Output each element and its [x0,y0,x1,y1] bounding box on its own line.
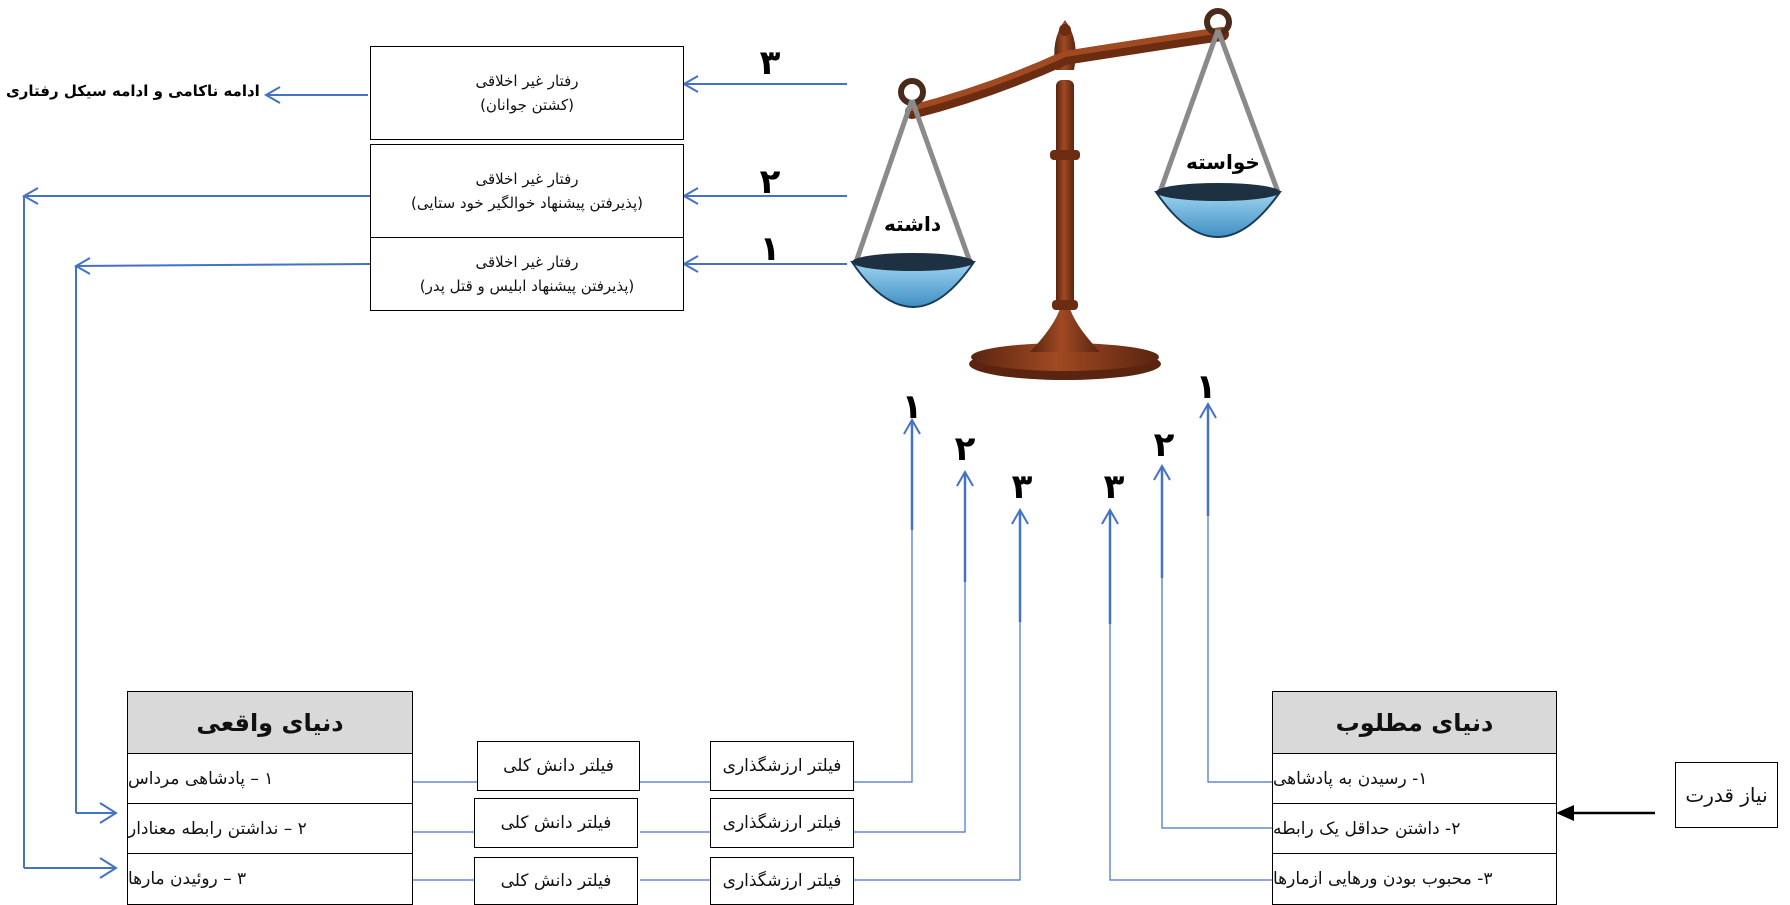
behavior-detail: (کشتن جوانان) [480,95,574,114]
arrow-head [1556,805,1574,821]
arrow-head [1199,401,1217,419]
behavior-number-3: ۳ [759,43,781,83]
right-pan-label: خواسته [1186,150,1260,174]
upward-connector [1207,404,1272,783]
behavior-detail: (پذیرفتن پیشنهاد ابلیس و قتل پدر) [419,276,635,295]
real-world-item-1: ۱ – پادشاهی مرداس [127,753,413,805]
knowledge-filter-3: فیلتر دانش کلی [474,857,638,905]
desired-world-item-2: ۲- داشتن حداقل یک رابطه [1272,803,1557,855]
desired-world-title: دنیای مطلوب [1272,691,1557,755]
feedback-line [75,263,371,267]
arrow-head [681,75,699,93]
behavior-number-2: ۲ [759,162,781,202]
value-filter-1: فیلتر ارزشگذاری [710,741,854,791]
upward-connector [1161,466,1272,829]
value-filter-3: فیلتر ارزشگذاری [710,857,854,905]
desired-arrow-number-2: ۲ [1153,425,1175,465]
behavior-box-2: رفتار غیر اخلاقی (پذیرفتن پیشنهاد خوالگی… [370,144,684,238]
real-world-title: دنیای واقعی [127,691,413,755]
real-arrow-number-1: ۱ [901,387,923,427]
arrow-head [1153,463,1171,481]
left-pan-label: داشته [884,212,942,236]
real-arrow-number-3: ۳ [1011,467,1033,507]
behavior-title: رفتار غیر اخلاقی [475,71,579,90]
knowledge-filter-1: فیلتر دانش کلی [477,741,640,791]
upward-connector [854,510,1021,881]
desired-world-item-3: ۳- محبوب بودن ورهایی ازمارها [1272,853,1557,905]
upward-connector [1109,510,1272,881]
real-arrow-number-2: ۲ [954,429,976,469]
behavior-title: رفتار غیر اخلاقی [475,252,579,271]
arrow-head [903,417,921,435]
arrow-head [681,187,699,205]
desired-world-item-1: ۱- رسیدن به پادشاهی [1272,753,1557,805]
behavior-box-1: رفتار غیر اخلاقی (پذیرفتن پیشنهاد ابلیس … [370,237,684,311]
arrow-head [956,469,974,487]
desired-arrow-number-3: ۳ [1103,467,1125,507]
behavior-number-1: ۱ [759,229,781,269]
behavior-detail: (پذیرفتن پیشنهاد خوالگیر خود ستایی) [410,193,644,212]
value-filter-2: فیلتر ارزشگذاری [710,798,854,848]
behavior-box-3: رفتار غیر اخلاقی (کشتن جوانان) [370,46,684,140]
upward-connector [854,472,966,833]
real-world-item-2: ۲ – نداشتن رابطه معنادار [127,803,413,855]
balance-scale-icon [850,8,1282,380]
arrow-head [263,86,281,104]
desired-arrow-number-1: ۱ [1195,367,1217,407]
behavior-title: رفتار غیر اخلاقی [475,169,579,188]
arrow-head [1101,507,1119,525]
need-box: نیاز قدرت [1675,762,1778,828]
upward-connector [854,420,913,783]
arrow-head [1011,507,1029,525]
arrow-head [99,802,118,824]
real-world-item-3: ۳ – روئیدن مارها [127,853,413,905]
arrow-head [99,857,118,879]
arrow-head [681,255,699,273]
outcome-label: ادامه ناکامی و ادامه سیکل رفتاری [6,82,260,100]
knowledge-filter-2: فیلتر دانش کلی [474,798,638,848]
